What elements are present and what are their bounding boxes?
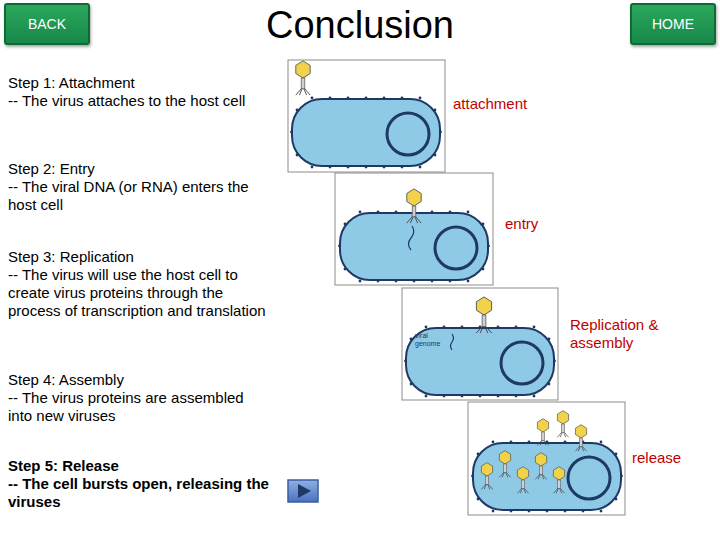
bacteriophage [517, 467, 528, 494]
stage-label: Replication & assembly [570, 316, 682, 352]
host-cell [471, 441, 623, 513]
step-heading: Step 2: Entry [8, 160, 283, 178]
bacteriophage [407, 189, 421, 223]
bacteriophage [557, 411, 568, 438]
host-cell [404, 326, 556, 398]
step-heading: Step 1: Attachment [8, 74, 283, 92]
step-description: -- The viral DNA (or RNA) enters the hos… [8, 178, 270, 214]
nav-button: HOME [630, 3, 716, 45]
bacteriophage [481, 463, 492, 490]
step-heading: Step 4: Assembly [8, 371, 283, 389]
bacteriophage [537, 419, 548, 446]
bacteriophage [296, 61, 310, 95]
step-heading: Step 5: Release [8, 457, 283, 475]
button-label: HOME [652, 16, 694, 32]
panel-frame [288, 60, 445, 172]
step-description: -- The cell bursts open, releasing the v… [8, 475, 270, 511]
bacteriophage [553, 467, 564, 494]
bacteriophage [575, 425, 586, 452]
slide-title: Conclusion [0, 4, 720, 47]
host-cell: viral genome [404, 325, 556, 398]
stage-label: entry [505, 215, 605, 233]
panel-frame [468, 402, 625, 515]
stage-label: release [632, 449, 712, 467]
play-button [288, 480, 318, 502]
nav-button: BACK [4, 3, 90, 45]
button-label: BACK [28, 16, 66, 32]
step-heading: Step 3: Replication [8, 248, 283, 266]
host-cell [290, 97, 442, 169]
panel-frame [335, 173, 493, 285]
step-description: -- The virus proteins are assembled into… [8, 389, 270, 425]
annotation: viral genome [415, 332, 445, 348]
host-cell [338, 211, 490, 283]
step-description: -- The virus will use the host cell to c… [8, 266, 276, 320]
stage-label: attachment [453, 95, 583, 113]
step-description: -- The virus attaches to the host cell [8, 92, 270, 110]
viral-dna [409, 226, 414, 250]
play-triangle [298, 484, 311, 498]
bacteriophage [535, 453, 546, 480]
bacteriophage [499, 451, 510, 478]
panel-frame [402, 288, 558, 400]
